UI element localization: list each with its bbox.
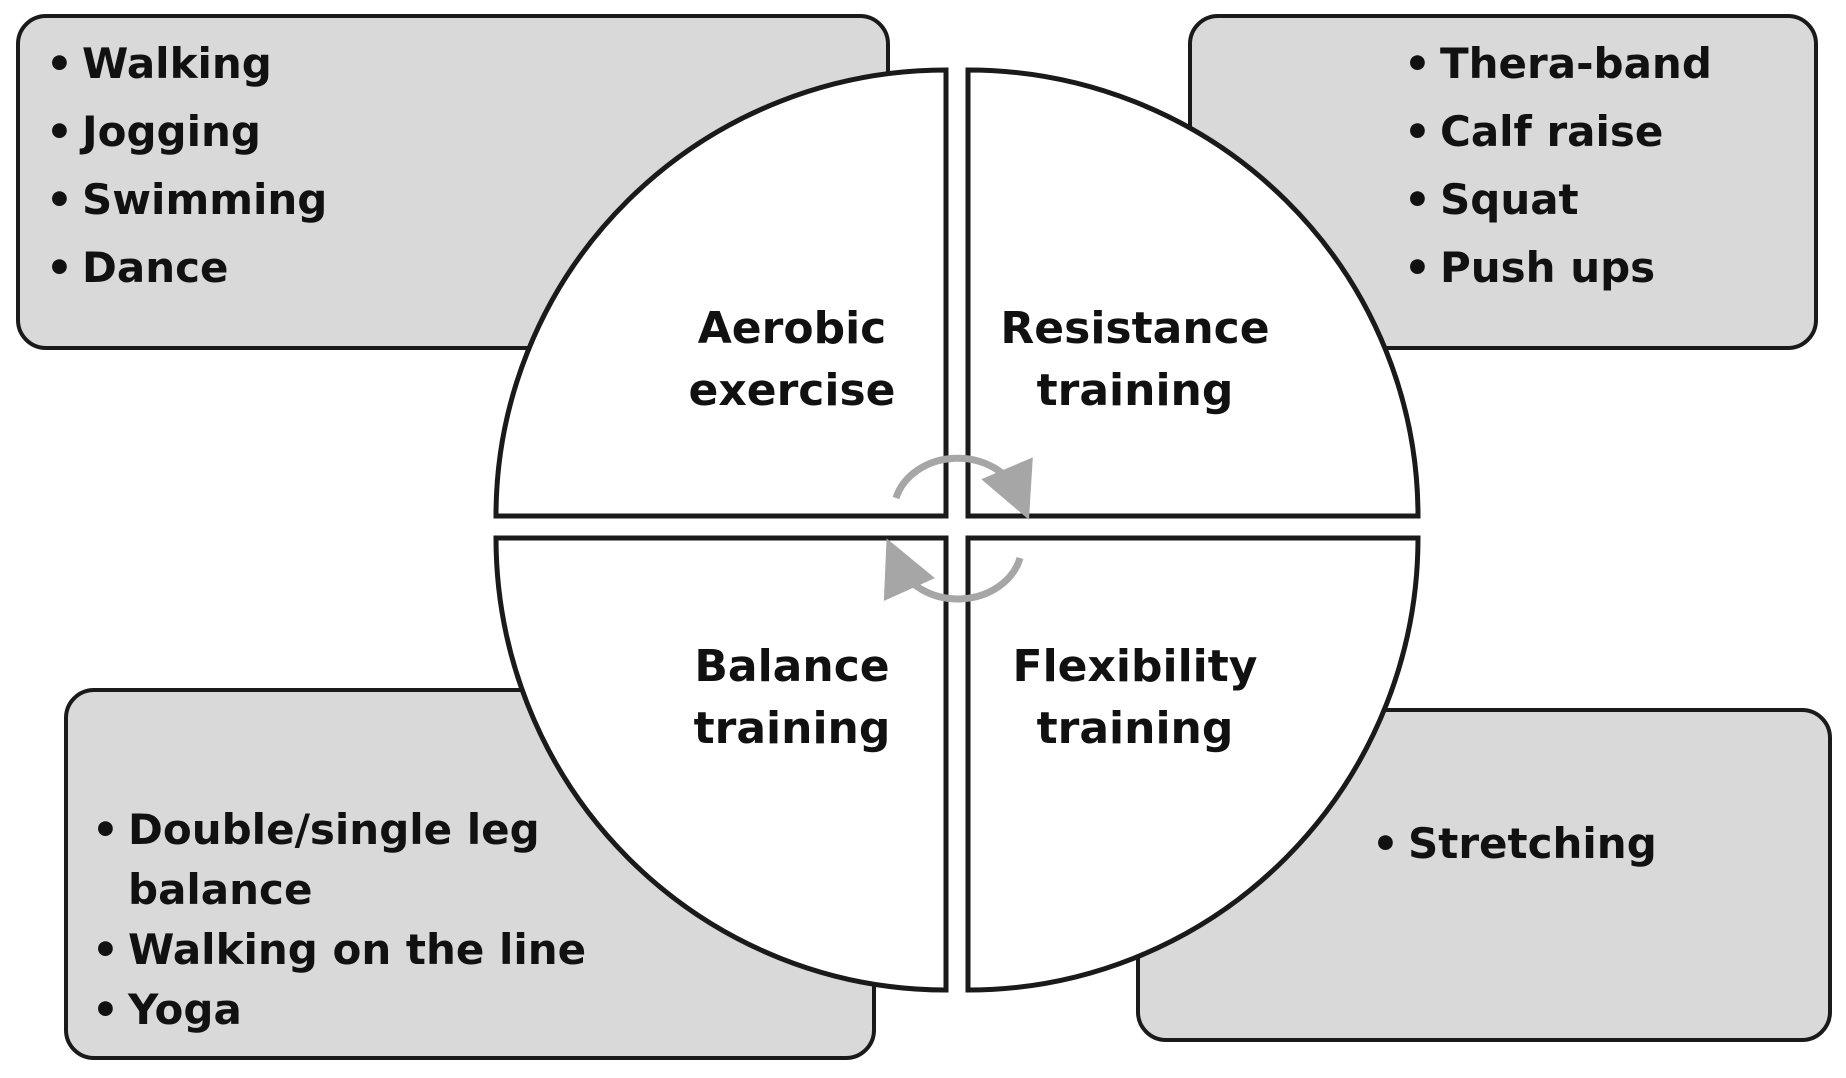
list-item: Swimming xyxy=(46,166,327,234)
list-item: Dance xyxy=(46,234,327,302)
balance-examples-list: Double/single leg balance Walking on the… xyxy=(92,800,592,1040)
balance-quadrant xyxy=(493,535,949,993)
list-item: Jogging xyxy=(46,98,327,166)
list-item: Thera-band xyxy=(1404,30,1712,98)
aerobic-examples-list: Walking Jogging Swimming Dance xyxy=(46,30,327,302)
list-item: Double/single leg balance xyxy=(92,800,592,920)
list-item: Push ups xyxy=(1404,234,1712,302)
cycle-arrow-bottom-icon xyxy=(883,538,1024,603)
flexibility-title: Flexibility training xyxy=(1012,641,1258,754)
resistance-examples-list: Thera-band Calf raise Squat Push ups xyxy=(1404,30,1712,302)
list-item: Squat xyxy=(1404,166,1712,234)
list-item: Stretching xyxy=(1372,810,1657,878)
list-item: Yoga xyxy=(92,980,592,1040)
aerobic-quadrant xyxy=(493,67,949,519)
flexibility-examples-list: Stretching xyxy=(1372,810,1657,878)
list-item: Walking on the line xyxy=(92,920,592,980)
flexibility-quadrant xyxy=(965,535,1421,993)
resistance-title: Resistance training xyxy=(1000,303,1270,416)
balance-title: Balance training xyxy=(693,641,891,754)
list-item: Calf raise xyxy=(1404,98,1712,166)
resistance-quadrant xyxy=(965,67,1421,519)
list-item: Walking xyxy=(46,30,327,98)
aerobic-title: Aerobic exercise xyxy=(688,303,896,416)
cycle-arrow-top-icon xyxy=(892,454,1033,520)
